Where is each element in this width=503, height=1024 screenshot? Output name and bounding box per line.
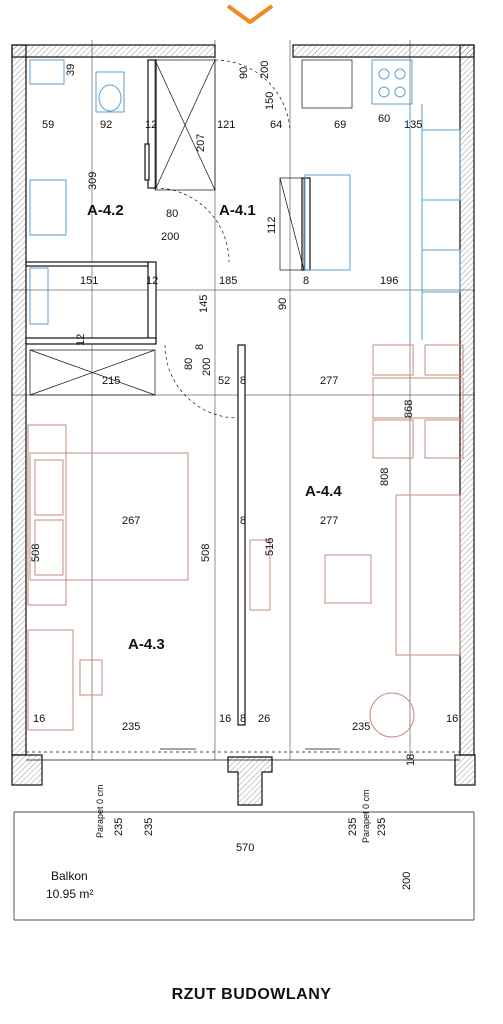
dim-label: 60	[378, 113, 390, 125]
living-furniture	[249, 344, 464, 738]
dim-label: 185	[219, 275, 237, 287]
window-line	[13, 748, 475, 921]
outer-walls	[11, 44, 476, 806]
dim-label: 277	[320, 515, 338, 527]
dim-label: 59	[42, 119, 54, 131]
dim-label: 16	[219, 713, 231, 725]
dim-label: 8	[240, 375, 246, 387]
dim-label: 215	[102, 375, 120, 387]
dim-label: 151	[80, 275, 98, 287]
plan-caption: RZUT BUDOWLANY	[171, 986, 332, 1003]
dim-label: 135	[404, 119, 422, 131]
dim-label: 235	[352, 721, 370, 733]
balcony-name: Balkon	[51, 869, 88, 883]
dim-label: 92	[100, 119, 112, 131]
dim-label: 200	[401, 872, 413, 890]
inner-walls	[25, 59, 311, 726]
dim-label: 196	[380, 275, 398, 287]
dim-label: 121	[217, 119, 235, 131]
dim-label: 235	[113, 818, 125, 836]
dim-label: 8	[240, 713, 246, 725]
dim-label: 808	[379, 468, 391, 486]
door-swings	[29, 59, 305, 419]
balcony-area: 10.95 m²	[46, 887, 93, 901]
dim-label: 200	[201, 358, 213, 376]
dim-label: 39	[65, 64, 77, 76]
room-label-a44: A-4.4	[305, 483, 342, 500]
dim-label: 508	[30, 544, 42, 562]
dim-label: 309	[87, 172, 99, 190]
dim-label: 200	[161, 231, 179, 243]
dim-label: 516	[264, 538, 276, 556]
parapet-label-right: Parapet 0 cm	[361, 789, 371, 843]
dim-label: 8	[303, 275, 309, 287]
dim-label: 12	[146, 275, 158, 287]
dimension-labels: 39 59 92 12 207 121 64 69 60 135 90 200 …	[30, 61, 458, 890]
dim-label: 235	[347, 818, 359, 836]
parapet-label-left: Parapet 0 cm	[95, 784, 105, 838]
dim-label: 8	[240, 515, 246, 527]
kitchen-fixtures	[301, 59, 461, 340]
dim-label: 90	[238, 67, 250, 79]
dim-label: 16	[33, 713, 45, 725]
bedroom-furniture	[27, 424, 189, 731]
dim-label: 8	[194, 344, 206, 350]
dim-label: 267	[122, 515, 140, 527]
room-label-a43: A-4.3	[128, 636, 165, 653]
dim-label: 90	[277, 298, 289, 310]
dim-label: 112	[266, 216, 278, 234]
dim-label: 64	[270, 119, 282, 131]
dim-label: 80	[166, 208, 178, 220]
dim-label: 150	[264, 92, 276, 110]
dim-label: 52	[218, 375, 230, 387]
dim-label: 145	[198, 295, 210, 313]
dim-label: 235	[122, 721, 140, 733]
dim-label: 570	[236, 842, 254, 854]
dim-label: 277	[320, 375, 338, 387]
dim-label: 80	[183, 358, 195, 370]
dim-label: 69	[334, 119, 346, 131]
dim-label: 868	[403, 400, 415, 418]
entrance-arrow-icon	[226, 4, 274, 25]
dim-label: 16	[446, 713, 458, 725]
dim-label: 12	[75, 334, 87, 346]
bathroom-fixtures	[29, 59, 125, 325]
dim-label: 235	[376, 818, 388, 836]
dim-label: 207	[195, 134, 207, 152]
dim-label: 12	[145, 119, 157, 131]
dim-label: 200	[259, 61, 271, 79]
room-label-a41: A-4.1	[219, 202, 256, 219]
dim-label: 508	[200, 544, 212, 562]
dim-label: 26	[258, 713, 270, 725]
dim-label: 235	[143, 818, 155, 836]
dim-label: 18	[405, 754, 417, 766]
room-label-a42: A-4.2	[87, 202, 124, 219]
